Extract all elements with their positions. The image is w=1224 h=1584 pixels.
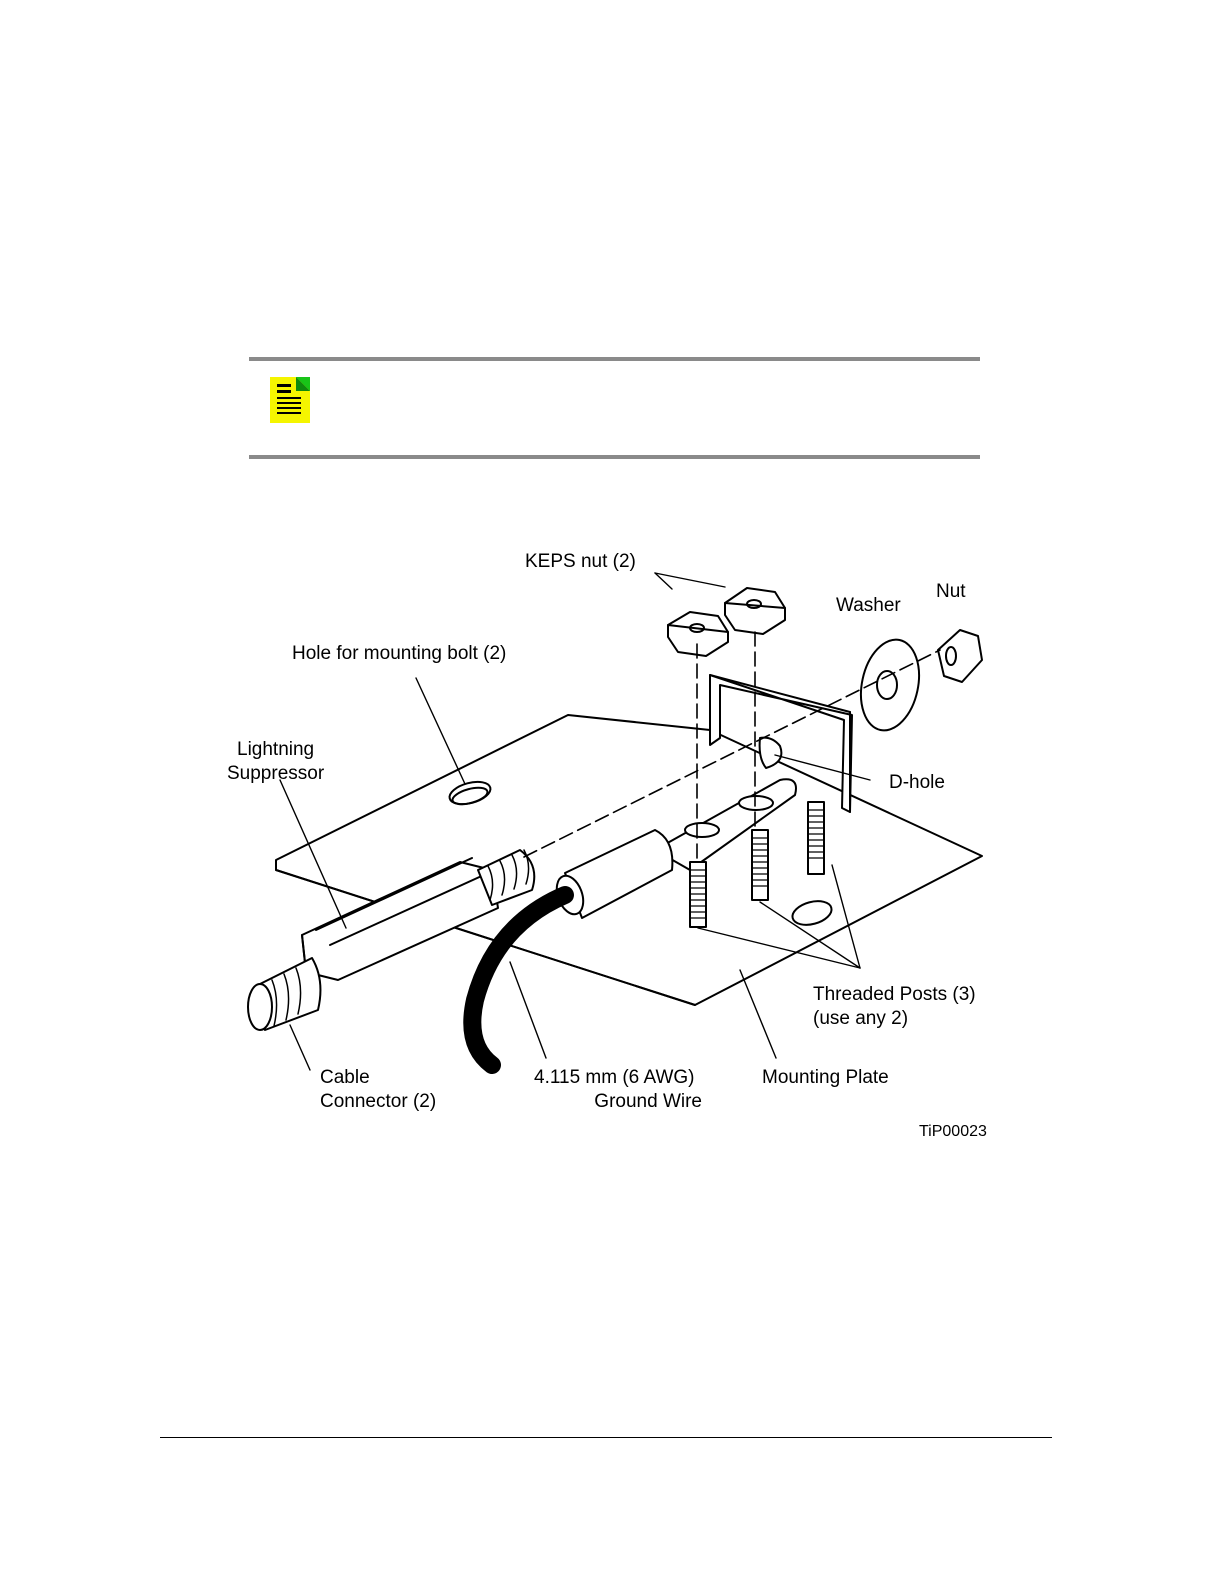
label-ground-line1: 4.115 mm (6 AWG): [534, 1066, 694, 1090]
note-top-rule: [249, 357, 980, 361]
label-lightning-line2: Suppressor: [227, 762, 324, 786]
label-keps-nut: KEPS nut (2): [525, 550, 636, 574]
label-hole-mounting-bolt: Hole for mounting bolt (2): [292, 642, 506, 666]
note-icon: [270, 377, 310, 423]
label-d-hole: D-hole: [889, 771, 945, 795]
keps-nuts: [668, 588, 785, 656]
grounding-diagram: KEPS nut (2) Washer Nut Hole for mountin…: [220, 540, 1000, 1150]
note-bottom-rule: [249, 455, 980, 459]
label-cable-line2: Connector (2): [320, 1090, 436, 1114]
label-figure-id: TiP00023: [919, 1120, 987, 1144]
footer-rule: [160, 1437, 1052, 1438]
label-threaded-line2: (use any 2): [813, 1007, 908, 1031]
label-nut: Nut: [936, 580, 966, 604]
label-cable-line1: Cable: [320, 1066, 370, 1090]
nut: [938, 630, 982, 682]
label-lightning-line1: Lightning: [237, 738, 314, 762]
label-mounting-plate: Mounting Plate: [762, 1066, 889, 1090]
label-threaded-line1: Threaded Posts (3): [813, 983, 976, 1007]
grounding-diagram-drawing: [220, 540, 1000, 1150]
label-washer: Washer: [836, 594, 901, 618]
label-ground-line2: Ground Wire: [534, 1090, 702, 1114]
